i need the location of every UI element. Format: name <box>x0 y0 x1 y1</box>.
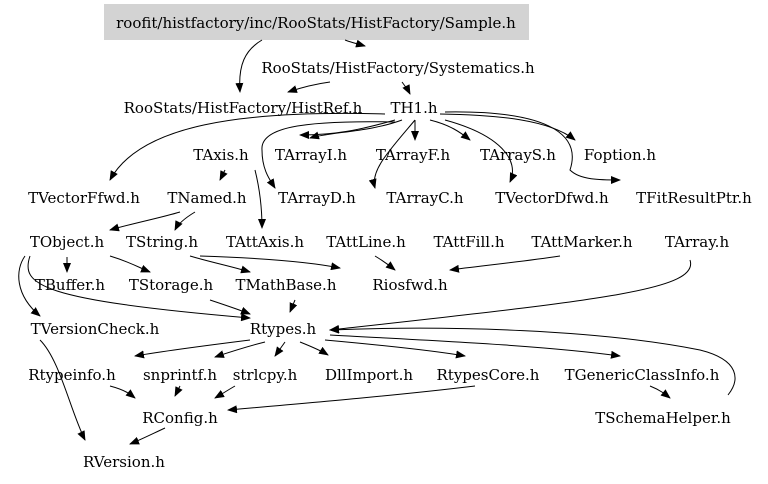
root-node-box <box>104 4 529 40</box>
node-dllimport[interactable]: DllImport.h <box>325 366 413 384</box>
node-rtypescore[interactable]: RtypesCore.h <box>437 366 540 384</box>
edge-tobject-rtypes <box>27 255 251 322</box>
edge-tmathbase-rtypes <box>289 299 298 313</box>
edge-tgenericclassinfo-tschemahelper <box>649 385 671 399</box>
node-strlcpy[interactable]: strlcpy.h <box>233 366 298 384</box>
edge-rtypes-rtypeinfo <box>134 339 251 359</box>
node-riosfwd[interactable]: Riosfwd.h <box>372 276 448 294</box>
node-tschemahelper[interactable]: TSchemaHelper.h <box>595 409 731 427</box>
edge-tnamed-tstring <box>174 211 196 231</box>
node-systematics[interactable]: RooStats/HistFactory/Systematics.h <box>261 59 535 77</box>
edge-rtypes-strlcpy <box>274 341 286 357</box>
edge-th1-tarrayd <box>261 121 396 189</box>
edge-th1-tvectorffwd <box>109 112 386 181</box>
edges <box>18 39 736 445</box>
edge-strlcpy-rconfig <box>214 385 236 399</box>
edge-systematics-th1 <box>401 81 411 95</box>
node-tfitresultptr[interactable]: TFitResultPtr.h <box>636 189 752 207</box>
edge-rtypes-tgenericclassinfo <box>329 334 621 359</box>
node-tarray[interactable]: TArray.h <box>665 233 730 251</box>
edge-th1-tarrayc <box>368 119 416 189</box>
edge-rtypes-dllimport <box>299 341 329 356</box>
edge-rconfig-rversion <box>129 427 166 445</box>
node-tarrayi[interactable]: TArrayI.h <box>275 146 347 164</box>
edge-rtypes-snprintf <box>214 341 266 358</box>
edge-snprintf-rconfig <box>174 385 183 397</box>
edge-th1-tfitresultptr <box>444 111 621 184</box>
edge-th1-foption <box>439 113 576 141</box>
node-tobject[interactable]: TObject.h <box>30 233 105 251</box>
node-taxis[interactable]: TAxis.h <box>193 146 249 164</box>
node-sample[interactable]: roofit/histfactory/inc/RooStats/HistFact… <box>116 14 516 32</box>
edge-tattline-riosfwd <box>374 255 396 271</box>
edge-systematics-histref <box>287 81 331 93</box>
edge-taxis-tnamed <box>219 169 228 181</box>
edge-th1-tvectordfwd <box>444 119 518 183</box>
edge-sample-histref <box>235 39 263 93</box>
node-tbuffer[interactable]: TBuffer.h <box>35 276 106 294</box>
node-tgenericclassinfo[interactable]: TGenericClassInfo.h <box>565 366 720 384</box>
node-rtypes[interactable]: Rtypes.h <box>250 320 317 338</box>
node-tvectordfwd[interactable]: TVectorDfwd.h <box>495 189 609 207</box>
edge-tarray-rtypes <box>329 259 692 333</box>
node-tstring[interactable]: TString.h <box>126 233 198 251</box>
node-tvectorffwd[interactable]: TVectorFfwd.h <box>28 189 140 207</box>
nodes: roofit/histfactory/inc/RooStats/HistFact… <box>28 14 752 471</box>
node-tattaxis[interactable]: TAttAxis.h <box>226 233 304 251</box>
edge-tattmarker-riosfwd <box>449 255 561 273</box>
node-tarrayc[interactable]: TArrayC.h <box>386 189 463 207</box>
node-th1[interactable]: TH1.h <box>390 99 437 117</box>
edge-th1-tarrays <box>429 119 471 141</box>
edge-tobject-tstorage <box>109 255 151 273</box>
edge-tnamed-tobject <box>109 211 181 232</box>
edge-th1-tarrayi <box>309 119 403 140</box>
node-tarrayf[interactable]: TArrayF.h <box>376 146 451 164</box>
node-foption[interactable]: Foption.h <box>584 146 657 164</box>
node-tstorage[interactable]: TStorage.h <box>129 276 214 294</box>
node-snprintf[interactable]: snprintf.h <box>143 366 217 384</box>
node-tattmarker[interactable]: TAttMarker.h <box>531 233 633 251</box>
edge-sample-systematics <box>344 39 366 48</box>
node-tmathbase[interactable]: TMathBase.h <box>236 276 337 294</box>
node-histref[interactable]: RooStats/HistFactory/HistRef.h <box>124 99 363 117</box>
edge-tstring-riosfwd <box>199 255 341 271</box>
node-tarrays[interactable]: TArrayS.h <box>480 146 556 164</box>
node-rversion[interactable]: RVersion.h <box>83 453 165 471</box>
edge-tobject-tversioncheck <box>18 255 41 317</box>
edge-taxis-tattaxis <box>254 169 266 229</box>
edge-tstring-tmathbase <box>189 255 251 274</box>
node-rtypeinfo[interactable]: Rtypeinfo.h <box>28 366 116 384</box>
node-tattline[interactable]: TAttLine.h <box>326 233 406 251</box>
edge-tstorage-rtypes <box>209 299 251 315</box>
edge-tversioncheck-rversion <box>39 339 86 441</box>
node-tarrayd[interactable]: TArrayD.h <box>278 189 356 207</box>
edge-rtypes-rtypescore <box>324 339 466 359</box>
edge-rtypescore-rconfig <box>227 385 476 414</box>
node-tattfill[interactable]: TAttFill.h <box>433 233 504 251</box>
node-rconfig[interactable]: RConfig.h <box>142 409 218 427</box>
edge-rtypeinfo-rconfig <box>109 385 136 399</box>
edge-tschemahelper-rtypes <box>329 325 736 396</box>
node-tnamed[interactable]: TNamed.h <box>167 189 247 207</box>
node-tversioncheck[interactable]: TVersionCheck.h <box>31 320 160 338</box>
